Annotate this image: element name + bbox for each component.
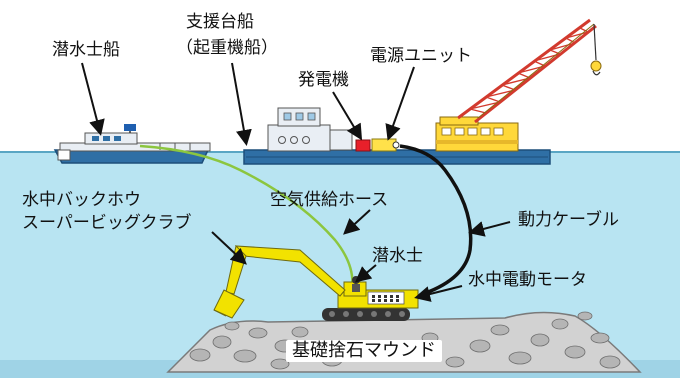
- arrow-generator: [332, 91, 363, 141]
- arrow-diver: [354, 264, 377, 283]
- support-barge: [243, 107, 551, 165]
- air-hose-line: [139, 144, 354, 289]
- crane-boom: [457, 18, 602, 124]
- label-support-barge: 支援台船: [186, 12, 254, 32]
- arrow-backhoe: [211, 231, 247, 265]
- arrow-air-hose: [343, 209, 371, 235]
- arrow-power-cable: [468, 221, 511, 237]
- label-diver: 潜水士: [372, 246, 423, 266]
- label-super-big-grab: スーパービッグクラブ: [22, 213, 192, 233]
- label-diver-boat: 潜水士船: [52, 40, 120, 60]
- power-unit-box: [371, 138, 397, 152]
- label-underwater-backhoe: 水中バックホウ: [22, 190, 141, 210]
- label-support-barge-sub: （起重機船）: [176, 38, 278, 58]
- diver-boat: [53, 124, 211, 164]
- label-power-unit: 電源ユニット: [370, 46, 472, 66]
- label-generator: 発電機: [298, 70, 349, 90]
- label-air-hose: 空気供給ホース: [270, 190, 389, 210]
- label-underwater-motor: 水中電動モータ: [468, 270, 587, 290]
- power-cable-line: [399, 144, 473, 297]
- label-power-cable: 動力ケーブル: [518, 210, 619, 230]
- arrow-power-unit: [385, 66, 415, 141]
- arrow-motor: [414, 285, 463, 302]
- arrow-support-barge: [231, 62, 252, 146]
- generator-box: [355, 139, 371, 152]
- label-rubble-mound: 基礎捨石マウンド: [286, 340, 442, 362]
- arrow-diver-boat: [81, 62, 105, 136]
